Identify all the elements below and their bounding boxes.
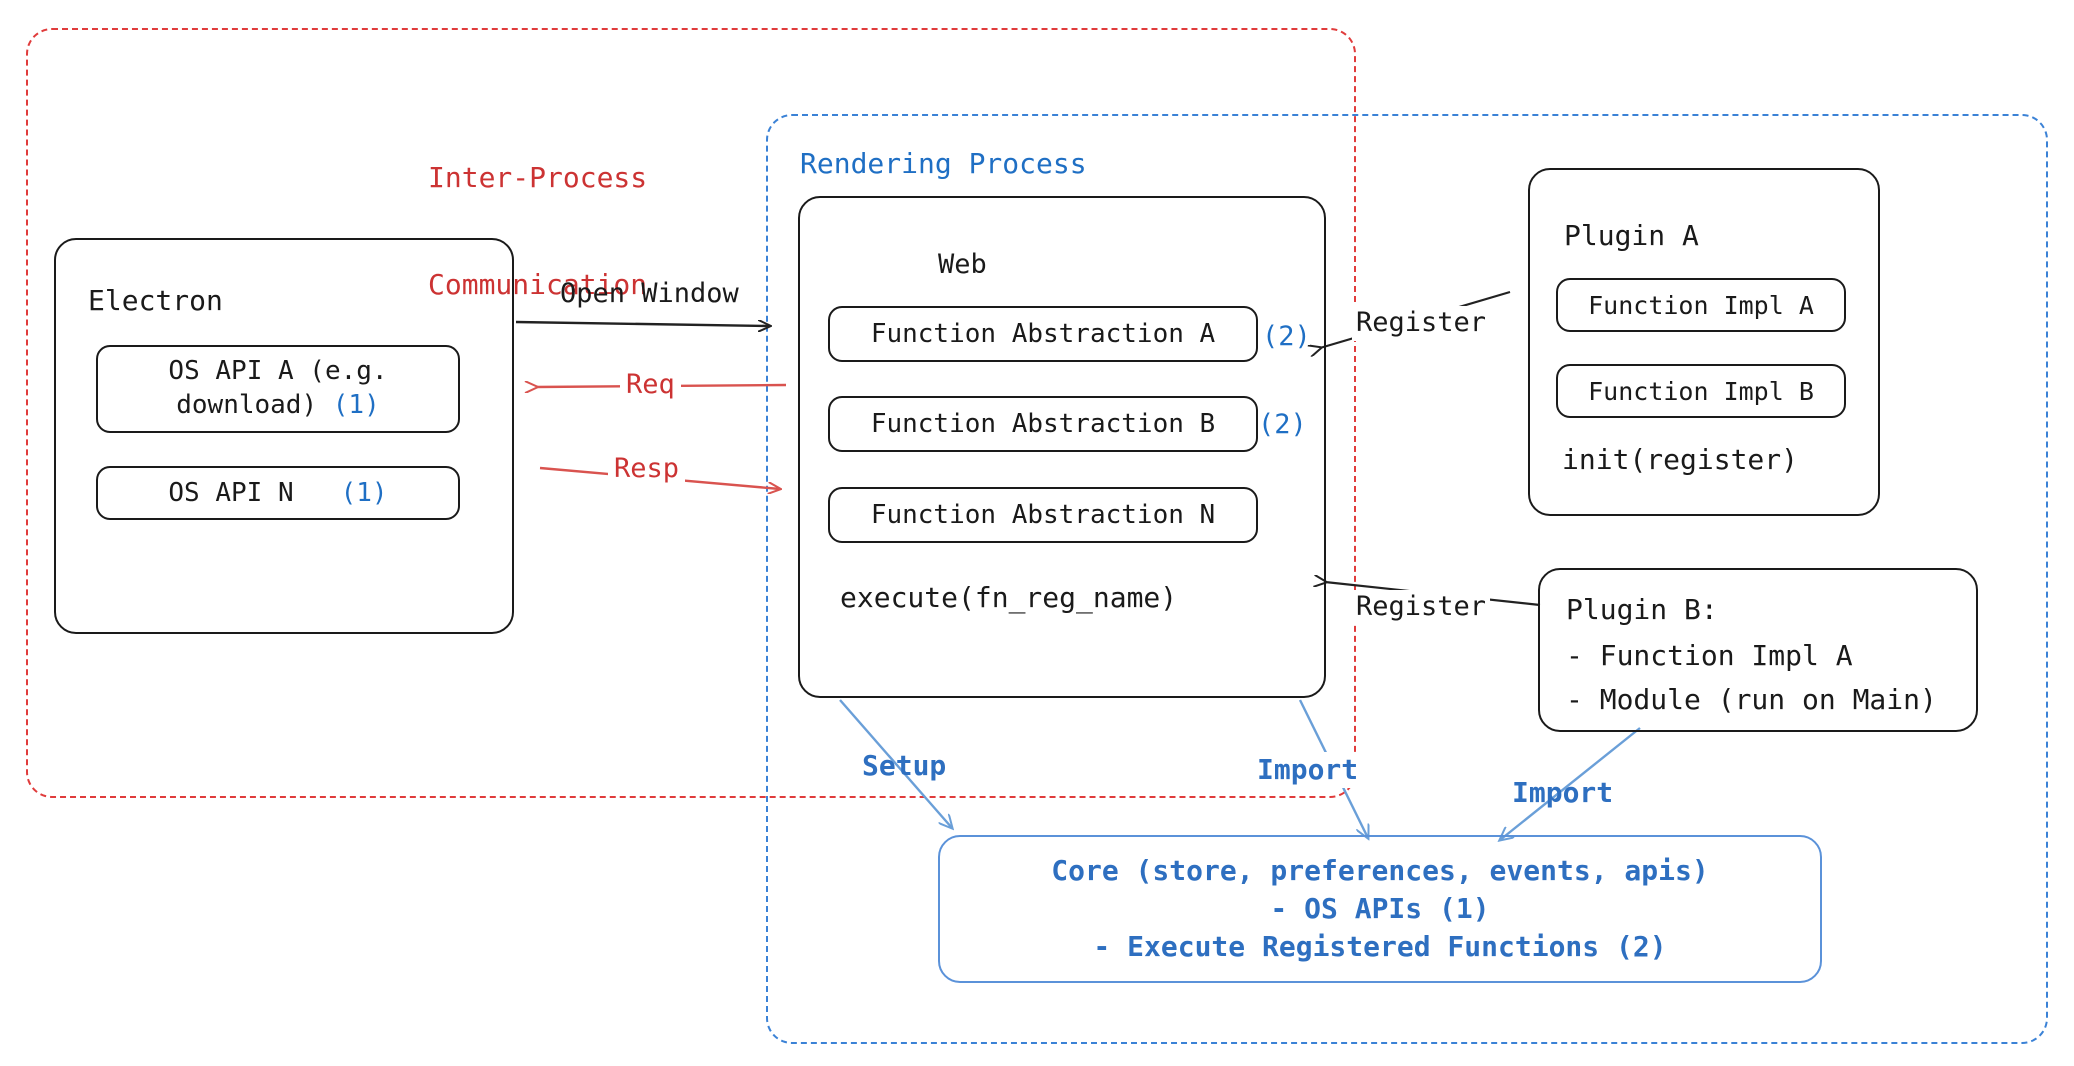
function-abstraction-a-box[interactable]: Function Abstraction A [828,306,1258,362]
plugin-a-function-impl-a-label: Function Impl A [1588,290,1814,320]
os-api-a-line2: download) [176,390,318,420]
function-abstraction-a-badge: (2) [1262,321,1311,352]
os-api-a-text: OS API A (e.g. download) (1) [168,355,387,423]
resp-label: Resp [608,452,686,487]
core-line-2: - OS APIs (1) [1270,891,1490,925]
os-api-n-text: OS API N (1) [168,478,387,508]
os-api-a-line1: OS API A (e.g. [168,356,388,387]
ipc-boundary [26,28,1356,798]
rendering-process-label: Rendering Process [800,147,1087,180]
setup-label: Setup [862,749,947,782]
electron-node[interactable] [54,238,514,634]
plugin-b-node[interactable] [1538,568,1978,732]
web-node[interactable] [798,196,1326,698]
function-abstraction-a-label: Function Abstraction A [870,319,1216,349]
plugin-b-item-1: - Module (run on Main) [1566,683,1937,716]
os-api-n-badge: (1) [340,478,388,508]
plugin-b-item-0: - Function Impl A [1566,639,1853,672]
core-node[interactable]: Core (store, preferences, events, apis) … [938,835,1822,983]
function-abstraction-n-box[interactable]: Function Abstraction N [828,487,1258,543]
plugin-b-title: Plugin B: [1566,593,1718,626]
os-api-a-badge: (1) [332,390,380,420]
os-api-a-box[interactable]: OS API A (e.g. download) (1) [96,345,460,433]
register-plugin-b-label: Register [1352,590,1491,625]
open-window-label: Open Window [560,278,739,309]
function-abstraction-b-box[interactable]: Function Abstraction B [828,396,1258,452]
ipc-label: Inter-Process Communication [428,88,647,375]
plugin-a-init-signature: init(register) [1562,443,1799,476]
register-plugin-a-label: Register [1352,306,1491,341]
req-label: Req [620,368,681,403]
core-line-3: - Execute Registered Functions (2) [1093,930,1667,964]
import-web-label: Import [1254,752,1362,788]
function-abstraction-b-badge: (2) [1258,409,1307,440]
function-abstraction-b-label: Function Abstraction B [870,409,1216,439]
electron-title: Electron [88,284,223,317]
rendering-process-boundary [766,114,2048,1044]
function-abstraction-n-label: Function Abstraction N [870,500,1216,530]
web-title: Web [938,249,987,280]
plugin-a-function-impl-b-box[interactable]: Function Impl B [1556,364,1846,418]
ipc-label-line1: Inter-Process [428,160,648,194]
plugin-a-function-impl-a-box[interactable]: Function Impl A [1556,278,1846,332]
ipc-label-line2: Communication [428,268,648,302]
web-execute-signature: execute(fn_reg_name) [840,581,1178,614]
plugin-a-node[interactable] [1528,168,1880,516]
core-line-1: Core (store, preferences, events, apis) [1051,853,1709,887]
os-api-n-label: OS API N [168,478,294,508]
plugin-a-title: Plugin A [1564,219,1699,252]
import-plugin-label: Import [1512,776,1614,809]
os-api-n-box[interactable]: OS API N (1) [96,466,460,520]
plugin-a-function-impl-b-label: Function Impl B [1588,376,1814,406]
